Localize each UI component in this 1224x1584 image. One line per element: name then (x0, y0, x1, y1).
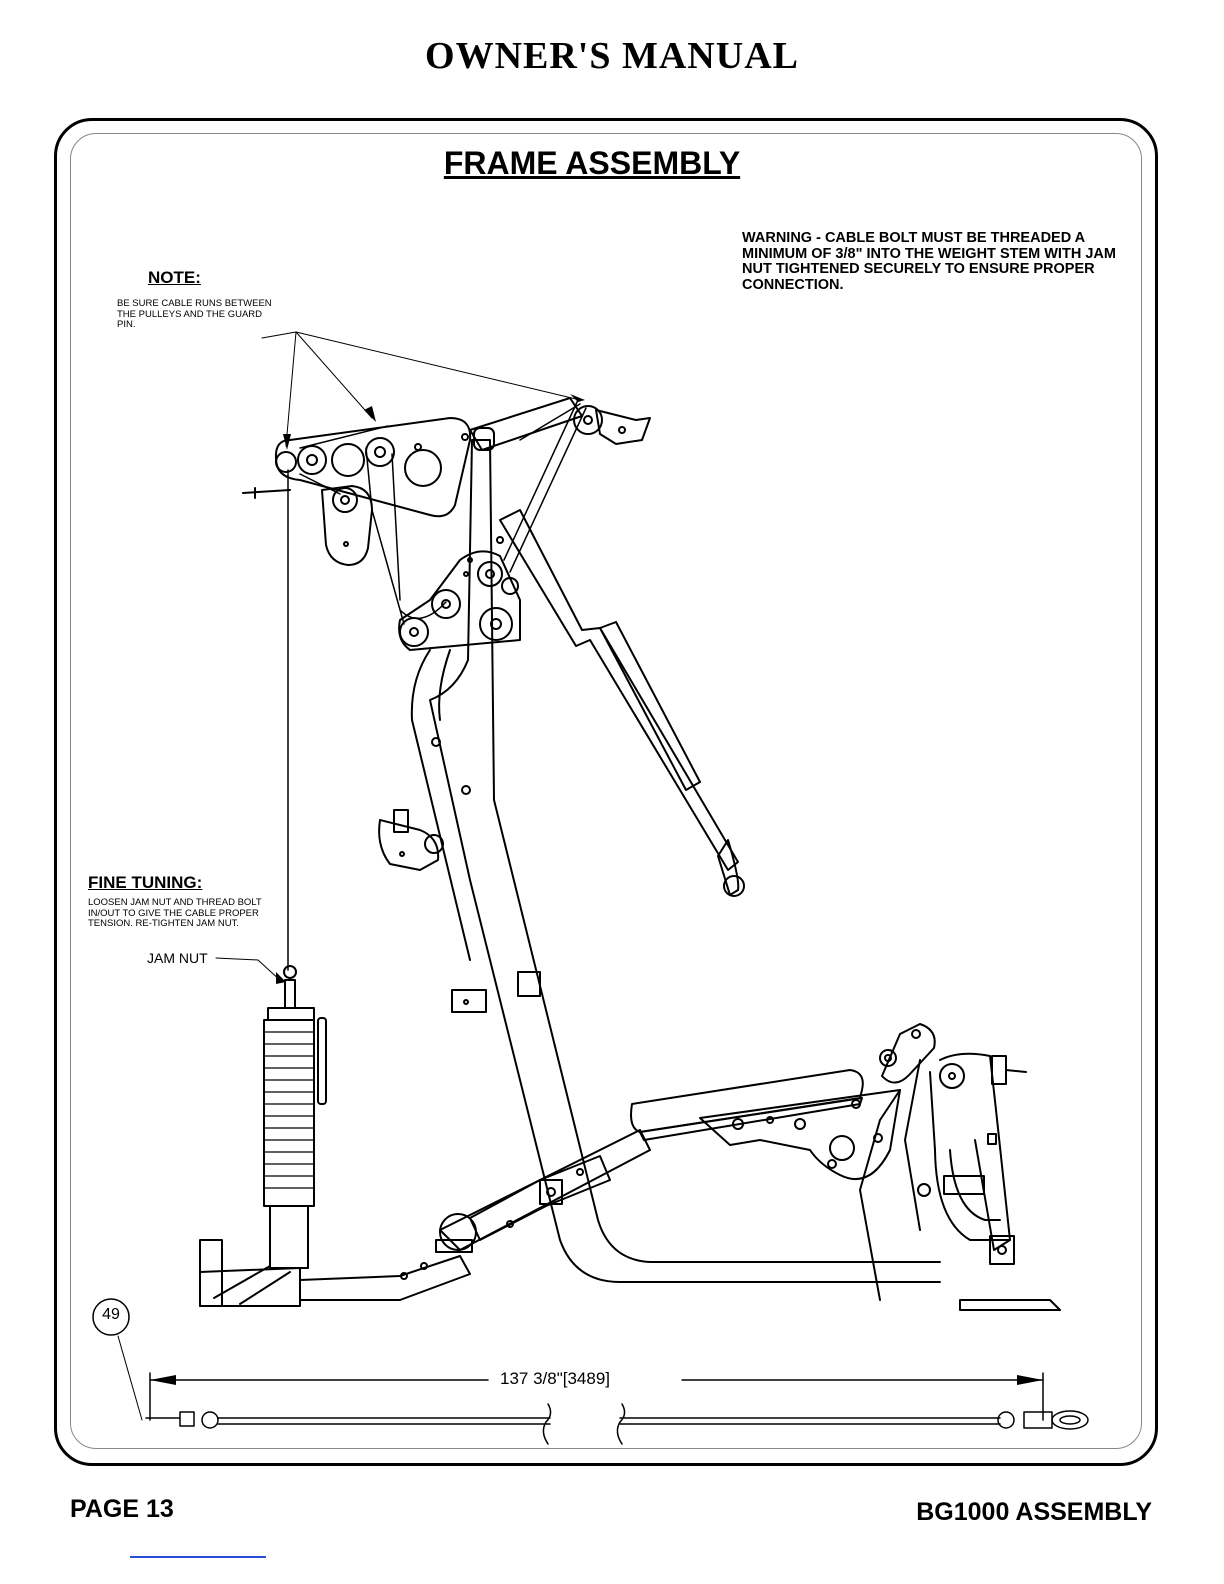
manual-title: OWNER'S MANUAL (425, 35, 799, 77)
top-arm (469, 397, 651, 451)
part-49-balloon (92, 1298, 130, 1336)
page-number: PAGE 13 (70, 1495, 174, 1523)
page-frame-inner (70, 133, 1142, 1449)
cable-part-49 (145, 1403, 1089, 1445)
fine-tuning-body: LOOSEN JAM NUT AND THREAD BOLT IN/OUT TO… (88, 897, 262, 929)
jam-nut-label: JAM NUT (147, 950, 208, 966)
warning-text: WARNING - CABLE BOLT MUST BE THREADED A … (742, 230, 1116, 293)
page-frame-outer (54, 118, 1158, 1466)
angled-bar (496, 509, 745, 897)
weight-stack (199, 965, 327, 1307)
note-heading: NOTE: (148, 268, 201, 287)
dimension-line (149, 1372, 1044, 1421)
top-pulley-bracket (242, 417, 472, 566)
lower-pulley-cluster (398, 550, 521, 651)
model-label: BG1000 ASSEMBLY (916, 1498, 1152, 1526)
jam-nut-leader (215, 957, 283, 983)
cable-length-dimension: 137 3/8"[3489] (496, 1369, 615, 1389)
cable (287, 399, 587, 971)
seat (630, 1069, 901, 1180)
leg-extension (859, 1023, 1061, 1311)
fine-tuning-heading: FINE TUNING: (88, 873, 203, 892)
part-number-49: 49 (102, 1306, 120, 1323)
note-body: BE SURE CABLE RUNS BETWEEN THE PULLEYS A… (117, 298, 272, 330)
note-leader-lines (261, 331, 581, 447)
diagram-title: FRAME ASSEMBLY (443, 145, 741, 181)
main-upright (378, 427, 941, 1283)
accent-underline (130, 1556, 266, 1558)
